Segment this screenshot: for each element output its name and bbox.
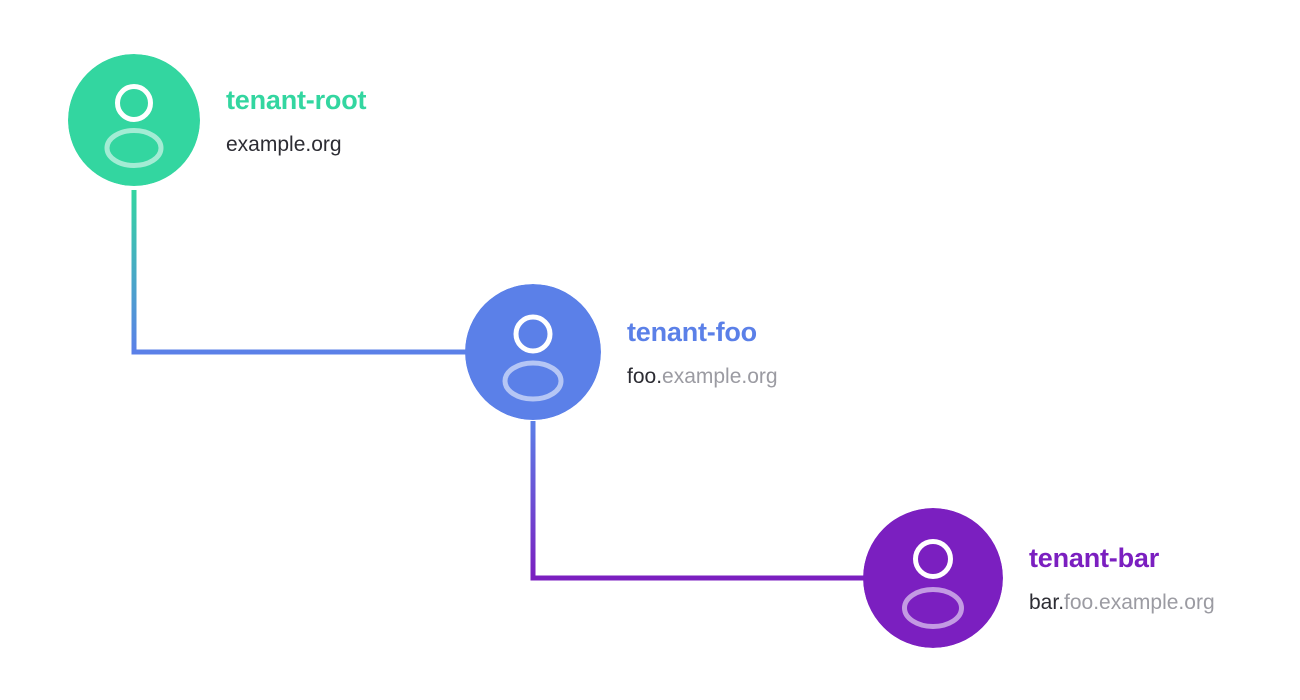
node-title: tenant-bar [1029, 542, 1160, 573]
tenant-node-root[interactable]: tenant-root example.org [68, 54, 366, 186]
node-domain: foo.example.org [627, 365, 778, 388]
node-domain-suffix: example.org [662, 365, 778, 389]
edge-foo-to-bar [530, 421, 865, 581]
node-domain: bar.foo.example.org [1029, 591, 1215, 614]
person-icon [465, 284, 601, 420]
node-domain-prefix: bar. [1029, 591, 1065, 615]
node-domain-prefix: example.org [226, 133, 342, 157]
node-text-bar: tenant-bar bar.foo.example.org [1029, 542, 1215, 615]
node-title: tenant-foo [627, 316, 757, 347]
person-icon [68, 54, 200, 186]
node-domain: example.org [226, 133, 366, 156]
node-domain-suffix: foo.example.org [1064, 591, 1215, 615]
person-icon [863, 508, 1003, 648]
node-text-root: tenant-root example.org [226, 84, 367, 157]
tenant-node-foo[interactable]: tenant-foo foo.example.org [465, 284, 778, 420]
node-title: tenant-root [226, 84, 367, 115]
edge-root-to-foo [131, 190, 466, 355]
tenant-node-bar[interactable]: tenant-bar bar.foo.example.org [863, 508, 1215, 648]
node-text-foo: tenant-foo foo.example.org [627, 316, 778, 389]
node-domain-prefix: foo. [627, 365, 663, 389]
